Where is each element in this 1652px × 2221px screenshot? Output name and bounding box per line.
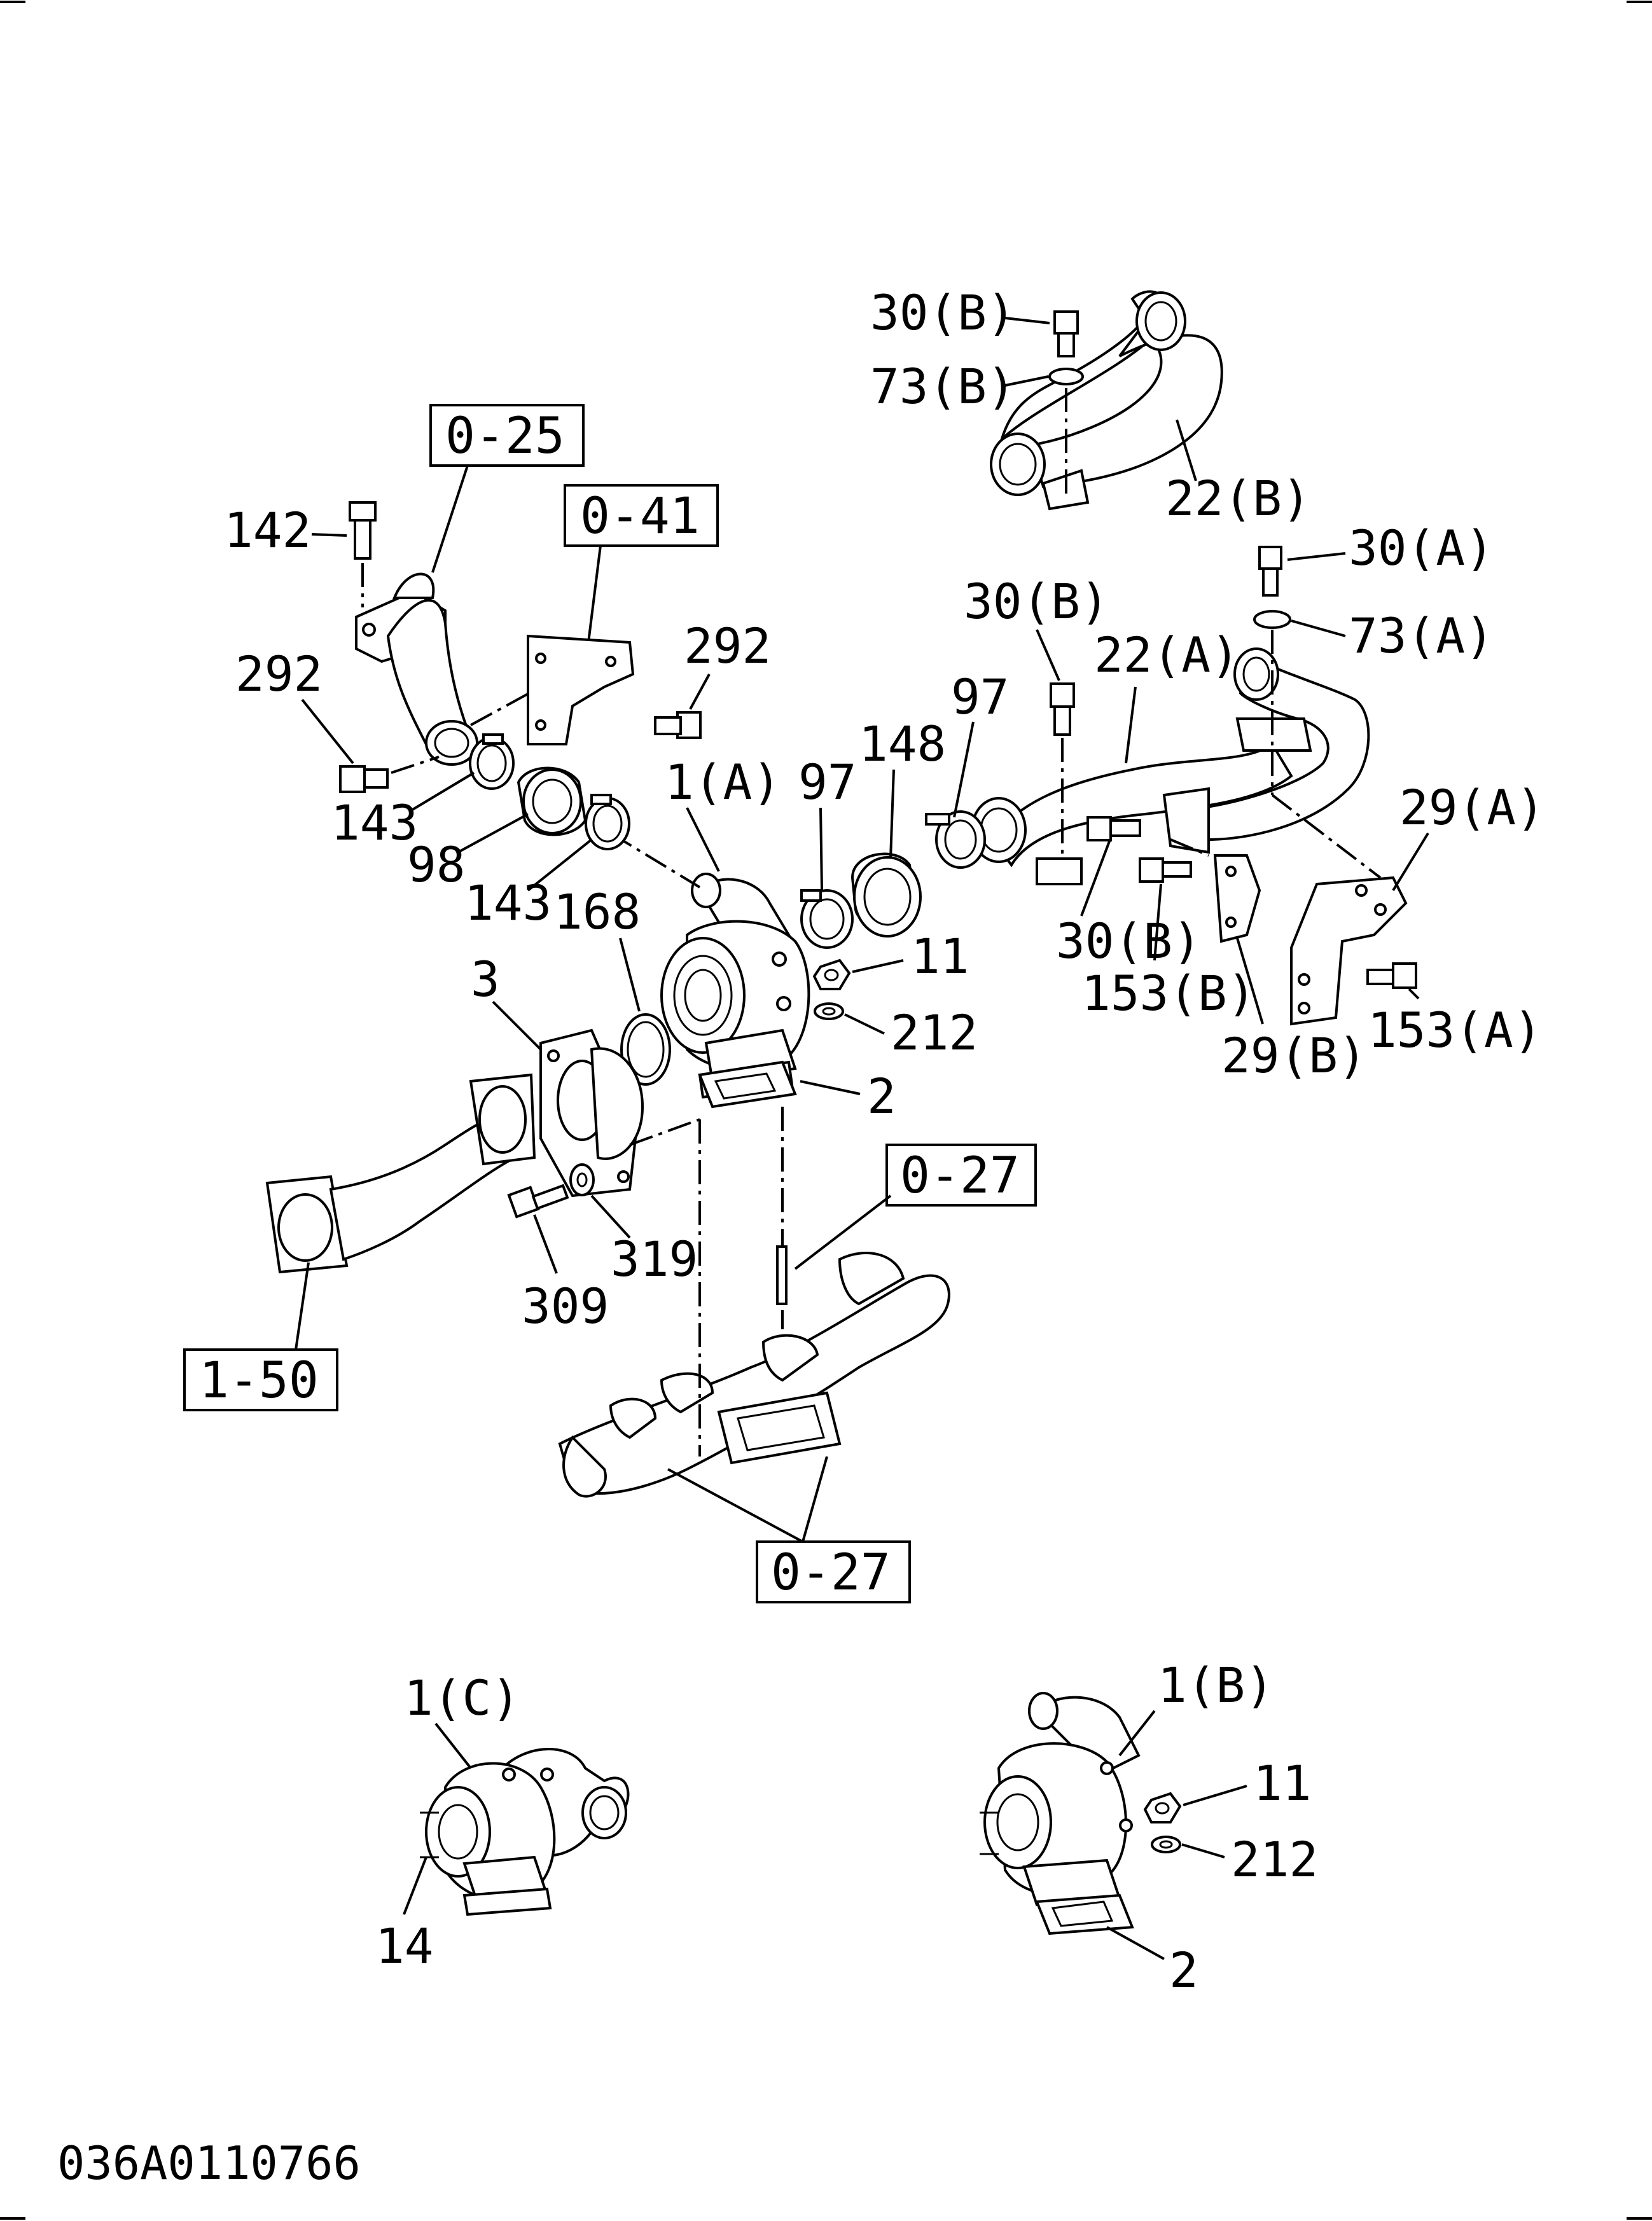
label-142: 142 — [224, 502, 311, 558]
label-319: 319 — [611, 1231, 698, 1287]
label-212: 212 — [891, 1004, 978, 1061]
ref-0-27-low[interactable]: 0-27 — [756, 1540, 911, 1603]
label-30b-low: 30(B) — [1056, 913, 1202, 969]
ref-0-41[interactable]: 0-41 — [564, 484, 719, 547]
label-292-left: 292 — [235, 646, 323, 702]
pipe-22b-drawing — [990, 290, 1223, 511]
brackets-29-drawing — [1086, 794, 1417, 1026]
label-30a: 30(A) — [1349, 520, 1494, 576]
drawing-code: 036A0110766 — [57, 2136, 361, 2190]
label-30b-top: 30(B) — [870, 284, 1016, 341]
ref-1-50[interactable]: 1-50 — [183, 1348, 338, 1411]
bolt-309-washer-319-drawing — [507, 1163, 595, 1219]
clamp-143-hose-98-drawing — [469, 733, 630, 850]
label-11-b: 11 — [1253, 1755, 1312, 1811]
ref-0-27-low-text: 0-27 — [771, 1544, 891, 1602]
ref-1-50-text: 1-50 — [199, 1352, 319, 1409]
ref-0-27-mid[interactable]: 0-27 — [885, 1144, 1037, 1207]
label-29a: 29(A) — [1399, 779, 1545, 836]
label-212-b: 212 — [1231, 1831, 1318, 1888]
label-1b: 1(B) — [1158, 1657, 1274, 1713]
label-3: 3 — [471, 951, 500, 1007]
label-1a: 1(A) — [665, 754, 781, 810]
bracket-0-41-drawing — [339, 634, 702, 793]
label-97-right: 97 — [951, 668, 1010, 725]
label-73b: 73(B) — [870, 358, 1016, 415]
pipe-22a-drawing — [971, 546, 1370, 885]
label-153b: 153(B) — [1081, 965, 1256, 1021]
exhaust-pipe-1-50-drawing — [265, 1073, 536, 1274]
turbocharger-1b-drawing — [980, 1692, 1182, 1935]
label-1c: 1(C) — [404, 1670, 520, 1726]
elbow-0-25-drawing — [349, 501, 541, 766]
label-143-top: 143 — [331, 794, 418, 851]
exhaust-manifold-drawing — [558, 1119, 950, 1498]
label-14: 14 — [375, 1918, 434, 1974]
label-97-left: 97 — [798, 754, 857, 810]
ref-0-25-text: 0-25 — [445, 408, 565, 465]
ref-0-27-mid-text: 0-27 — [900, 1147, 1020, 1205]
label-2-b: 2 — [1169, 1942, 1198, 1998]
label-153a: 153(A) — [1368, 1002, 1543, 1058]
label-30b-mid: 30(B) — [964, 573, 1109, 630]
label-22b: 22(B) — [1165, 470, 1311, 527]
label-73a: 73(A) — [1349, 607, 1494, 664]
label-98: 98 — [407, 836, 466, 893]
label-29b: 29(B) — [1221, 1027, 1367, 1084]
label-2: 2 — [867, 1068, 896, 1124]
turbocharger-1c-drawing — [420, 1748, 630, 1916]
hose-and-clamps-drawing — [800, 810, 986, 949]
ref-0-41-text: 0-41 — [580, 488, 700, 545]
label-309: 309 — [522, 1278, 609, 1334]
nut-washer-drawing — [812, 958, 851, 1020]
ring-168-drawing — [620, 1013, 671, 1086]
label-11: 11 — [911, 928, 969, 985]
ref-0-25[interactable]: 0-25 — [429, 404, 585, 467]
label-22a: 22(A) — [1094, 626, 1240, 683]
label-292-right: 292 — [684, 618, 771, 674]
label-168: 168 — [553, 883, 641, 940]
flange-3-drawing — [539, 1028, 700, 1198]
label-148: 148 — [859, 716, 946, 772]
